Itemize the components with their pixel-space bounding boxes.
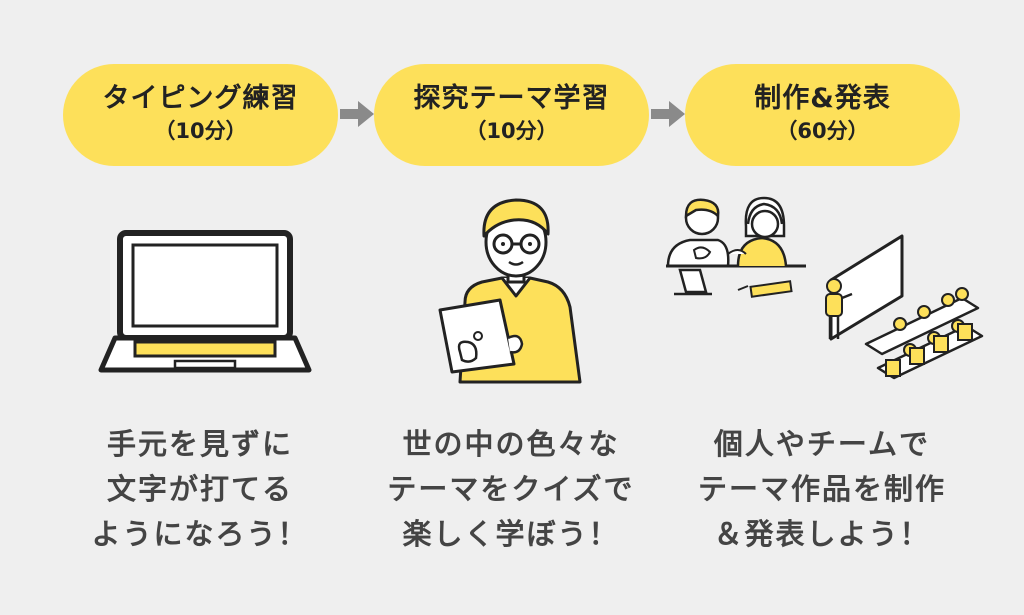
caption-line: テーマ作品を制作 [697, 472, 946, 506]
step-3-caption: 個人やチームで テーマ作品を制作 ＆発表しよう！ [672, 422, 972, 557]
caption-line: ようになろう！ [91, 517, 309, 551]
caption-line: テーマをクイズで [387, 472, 635, 506]
step-3-duration: （60分） [776, 119, 869, 144]
caption-line: 世の中の色々な [402, 427, 620, 461]
step-1-caption: 手元を見ずに 文字が打てる ようになろう！ [50, 422, 350, 557]
caption-line: 個人やチームで [713, 427, 931, 461]
step-2-duration: （10分） [465, 119, 558, 144]
step-1-pill: タイピング練習 （10分） [63, 64, 338, 166]
step-1-duration: （10分） [154, 119, 247, 144]
caption-line: 手元を見ずに [106, 427, 293, 461]
classroom-presentation-illustration [666, 196, 984, 380]
arrow-right-icon [651, 101, 685, 127]
step-2-title: 探究テーマ学習 [413, 83, 610, 115]
arrow-right-icon [340, 101, 374, 127]
step-2-caption: 世の中の色々な テーマをクイズで 楽しく学ぼう！ [361, 422, 661, 557]
step-3-title: 制作&発表 [754, 83, 891, 115]
step-3-pill: 制作&発表 （60分） [685, 64, 960, 166]
student-with-laptop-illustration [438, 198, 582, 384]
caption-line: ＆発表しよう！ [713, 517, 931, 551]
laptop-illustration [98, 230, 312, 373]
caption-line: 文字が打てる [106, 472, 293, 506]
caption-line: 楽しく学ぼう！ [402, 517, 620, 551]
step-1-title: タイピング練習 [102, 83, 299, 115]
step-2-pill: 探究テーマ学習 （10分） [374, 64, 649, 166]
